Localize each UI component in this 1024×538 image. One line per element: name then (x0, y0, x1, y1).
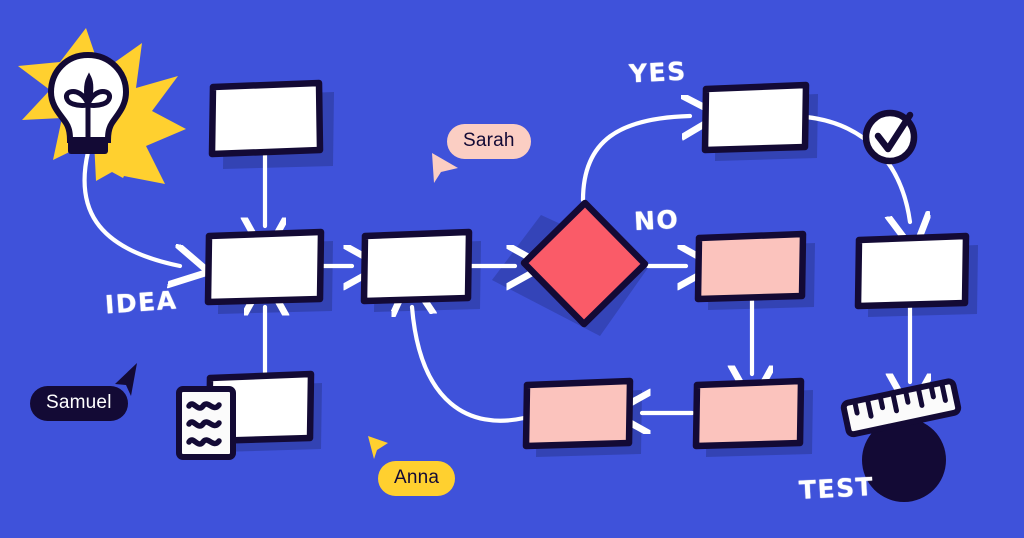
cursor-label-anna[interactable]: Anna (378, 461, 456, 496)
label-test: TEST (798, 472, 875, 505)
ruler-icon (840, 378, 962, 438)
check-circle-icon (862, 109, 918, 165)
cursor-pointer-samuel (115, 363, 137, 396)
dot-circle (862, 418, 946, 502)
node-top-left (208, 79, 324, 158)
node-no-branch (694, 230, 807, 303)
cursor-pointer-sarah (432, 153, 458, 183)
cursor-label-samuel[interactable]: Samuel (30, 386, 128, 421)
lightbulb-icon (18, 28, 186, 184)
connectors (82, 116, 910, 423)
notes-page-icon (176, 386, 236, 460)
label-no: NO (633, 204, 680, 237)
connector-decision-to-yes (580, 116, 690, 203)
cursor-pointer-anna (368, 436, 388, 459)
node-approved (854, 232, 970, 310)
node-start (204, 228, 325, 306)
bulb-base (68, 140, 108, 154)
node-revise (522, 377, 634, 450)
node-rework (692, 377, 805, 450)
connector-bulb-to-start (82, 149, 180, 266)
connector-revise-to-process (412, 307, 527, 423)
node-decision (520, 199, 649, 328)
label-idea: IDEA (104, 285, 179, 320)
node-yes-branch (701, 81, 810, 154)
label-yes: YES (628, 56, 688, 89)
cursor-label-sarah[interactable]: Sarah (447, 124, 531, 159)
bulb-shape (47, 51, 130, 154)
node-process (360, 228, 473, 305)
nodes[interactable] (204, 79, 970, 450)
